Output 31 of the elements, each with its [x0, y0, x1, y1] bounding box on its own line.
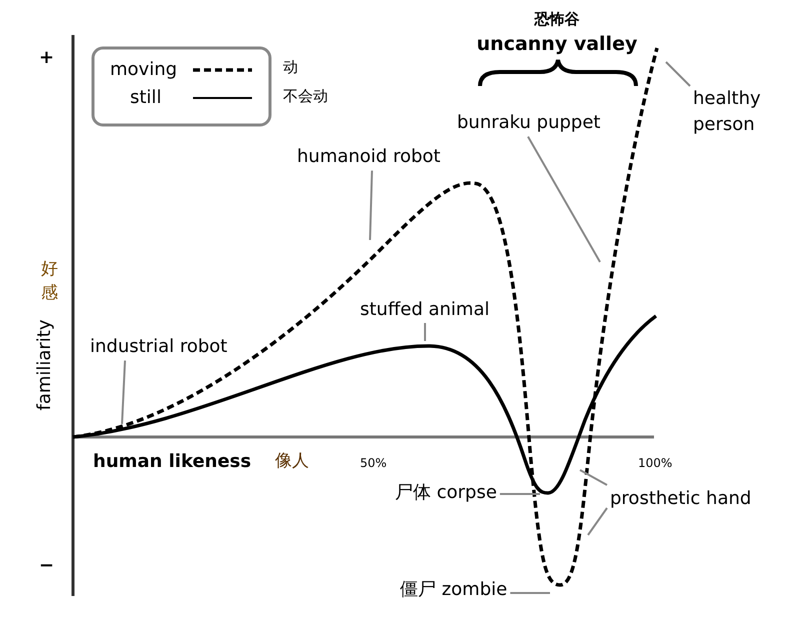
callout-label: stuffed animal — [360, 299, 490, 321]
heading-label: 恐怖谷 — [534, 10, 580, 28]
axis-label: 好感 — [41, 258, 59, 305]
callout-label: healthy person — [693, 86, 773, 138]
axis-label: human likeness — [93, 451, 252, 473]
callout-label: industrial robot — [90, 336, 228, 358]
leader-line — [527, 136, 601, 262]
leader-line — [587, 507, 608, 536]
leader-line — [580, 469, 608, 486]
axis-plus-sign: + — [39, 47, 54, 69]
callout-label: 尸体 corpse — [395, 482, 497, 504]
leader-line — [121, 360, 126, 424]
axis-label: 像人 — [275, 451, 309, 472]
legend-label: moving — [110, 59, 178, 81]
tick-label: 50% — [360, 456, 387, 470]
axis-minus-sign: − — [39, 555, 54, 577]
callout-label: prosthetic hand — [610, 488, 752, 510]
leader-line — [424, 323, 426, 341]
callout-label: humanoid robot — [297, 146, 440, 168]
leader-line — [369, 170, 373, 240]
axis-label: familiarity — [34, 319, 56, 411]
heading-label: uncanny valley — [476, 33, 638, 56]
tick-label: 100% — [638, 456, 672, 470]
callout-label: bunraku puppet — [457, 112, 600, 134]
callout-label: 僵尸 zombie — [400, 579, 508, 601]
legend-label: still — [130, 87, 162, 109]
leader-line — [500, 493, 540, 495]
leader-line — [510, 592, 550, 594]
leader-line — [665, 61, 691, 87]
translation-label: 不会动 — [283, 87, 328, 105]
translation-label: 动 — [283, 58, 298, 76]
